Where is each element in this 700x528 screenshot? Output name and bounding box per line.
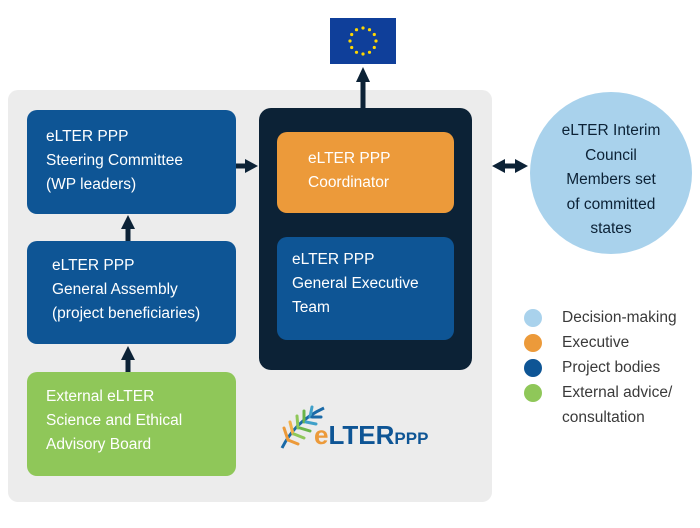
council-line-3: Members set bbox=[566, 171, 656, 188]
steering-line-2: Steering Committee bbox=[46, 152, 183, 169]
legend-dot-executive bbox=[524, 334, 542, 352]
advisory-line-2: Science and Ethical bbox=[46, 412, 183, 429]
arrowhead-steering-to-executive bbox=[245, 159, 258, 173]
leaf-logo-icon bbox=[280, 405, 325, 449]
general-assembly-box: eLTER PPP General Assembly (project bene… bbox=[27, 241, 236, 344]
legend-dot-external bbox=[524, 384, 542, 402]
legend-label-decision: Decision-making bbox=[562, 309, 677, 326]
advisory-board-box: External eLTER Science and Ethical Advis… bbox=[27, 372, 236, 476]
legend-label-external: External advice/ bbox=[562, 384, 673, 401]
arrowhead-assembly-to-steering bbox=[121, 215, 135, 229]
arrowhead-left-executive-council bbox=[492, 159, 505, 173]
interim-council-circle: eLTER Interim Council Members set of com… bbox=[530, 92, 692, 254]
legend-label-project: Project bodies bbox=[562, 359, 661, 376]
council-line-5: states bbox=[590, 220, 632, 237]
legend-dot-decision bbox=[524, 309, 542, 327]
arrowhead-advisory-to-assembly bbox=[121, 346, 135, 360]
legend-dot-project bbox=[524, 359, 542, 377]
logo-lter: LTER bbox=[328, 420, 395, 450]
elter-ppp-logo: eLTERPPP bbox=[276, 402, 476, 454]
coordinator-line-1: eLTER PPP bbox=[308, 150, 391, 167]
council-line-4: of committed bbox=[566, 195, 656, 213]
legend-label-executive: Executive bbox=[562, 334, 630, 351]
council-line-1: eLTER Interim bbox=[561, 122, 661, 139]
coordinator-box: eLTER PPP Coordinator bbox=[277, 132, 454, 213]
assembly-line-2: General Assembly bbox=[52, 281, 178, 298]
advisory-line-3: Advisory Board bbox=[46, 436, 152, 453]
executive-line-3: Team bbox=[292, 299, 330, 316]
steering-line-3: (WP leaders) bbox=[46, 176, 137, 193]
assembly-line-3: (project beneficiaries) bbox=[52, 305, 201, 322]
executive-team-box: eLTER PPP General Executive Team bbox=[277, 237, 454, 340]
council-line-2: Council bbox=[585, 146, 637, 164]
assembly-line-1: eLTER PPP bbox=[52, 257, 135, 274]
eu-flag-icon bbox=[330, 18, 396, 64]
steering-committee-box: eLTER PPP Steering Committee (WP leaders… bbox=[27, 110, 236, 214]
executive-line-1: eLTER PPP bbox=[292, 251, 375, 268]
advisory-line-1: External eLTER bbox=[46, 388, 155, 405]
eu-flag-stars bbox=[348, 26, 378, 56]
executive-line-2: General Executive bbox=[292, 275, 419, 292]
arrowhead-executive-to-eu bbox=[356, 67, 370, 82]
legend-label-external-2: consultation bbox=[562, 409, 645, 426]
coordinator-line-2: Coordinator bbox=[308, 174, 389, 191]
logo-ppp: PPP bbox=[394, 429, 429, 448]
steering-line-1: eLTER PPP bbox=[46, 128, 129, 145]
logo-e: e bbox=[314, 420, 329, 450]
logo-wordmark: eLTERPPP bbox=[314, 420, 428, 451]
arrowhead-right-executive-council bbox=[515, 159, 528, 173]
